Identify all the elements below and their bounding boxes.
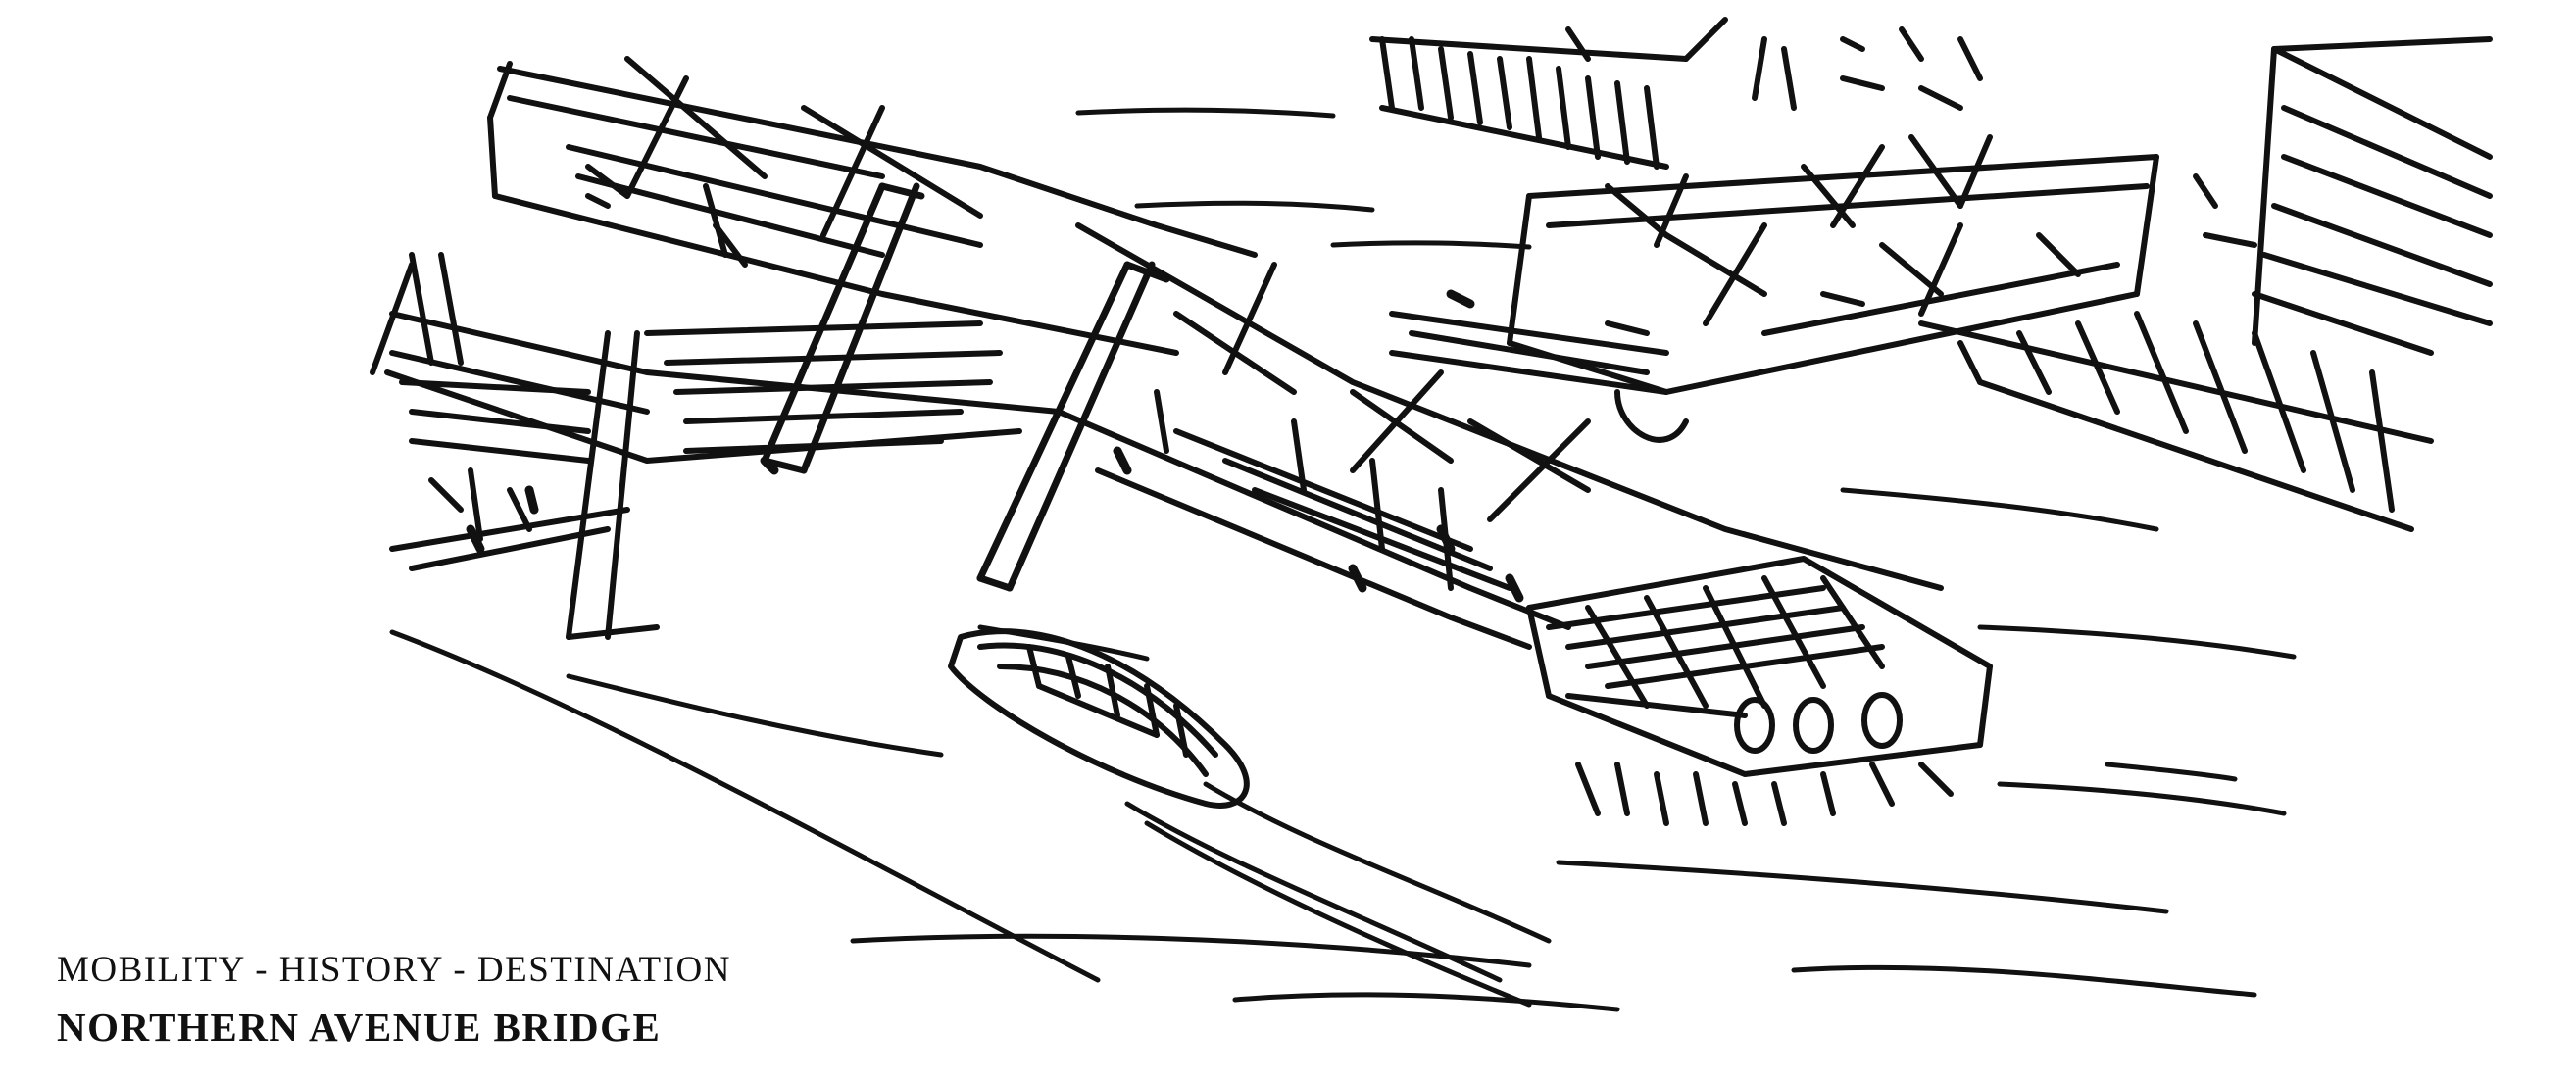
caption-title: NORTHERN AVENUE BRIDGE (57, 1005, 662, 1050)
far-bank-buildings (1369, 17, 1983, 170)
boat-wake (1124, 781, 1552, 1008)
tour-boat (948, 628, 1250, 809)
barge-with-grid (1526, 556, 1993, 826)
central-truss-span (1056, 222, 1944, 650)
right-embankment-building (1918, 36, 2493, 532)
upper-left-truss-span (487, 56, 1258, 356)
caption-subtitle: MOBILITY - HISTORY - DESTINATION (57, 950, 731, 990)
small-ink-details (466, 289, 1524, 603)
right-truss-span (1389, 134, 2159, 443)
left-approach-span (370, 252, 1062, 640)
